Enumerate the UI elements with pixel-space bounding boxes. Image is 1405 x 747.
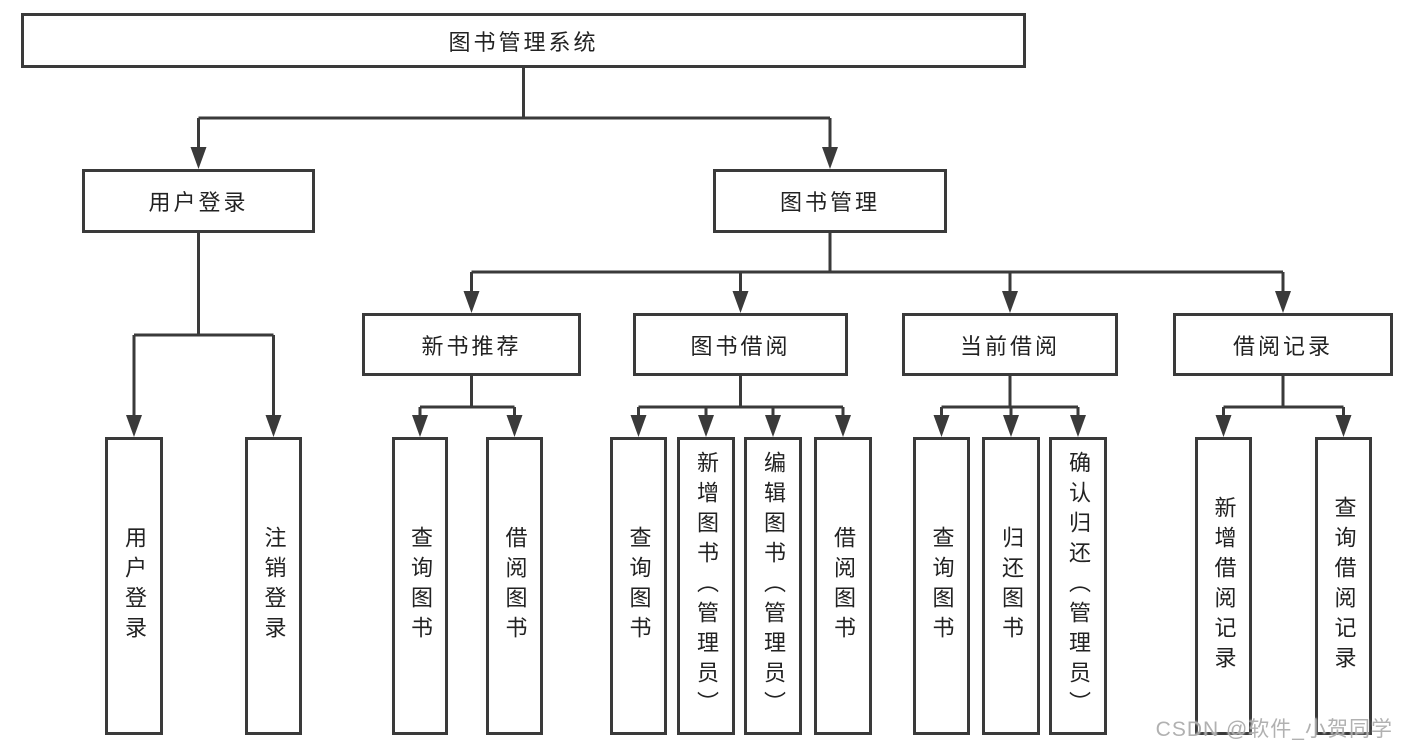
node-new-book-recommend: 新书推荐 <box>362 313 581 376</box>
arrowhead-icon <box>1275 291 1291 313</box>
arrowhead-icon <box>126 415 142 437</box>
leaf-current-return-books: 归还图书 <box>982 437 1040 735</box>
leaf-newrec-query-books: 查询图书 <box>392 437 448 735</box>
leaf-borrow-add-books-admin: 新增图书（管理员） <box>677 437 735 735</box>
connector-borrow-records <box>1215 376 1352 437</box>
arrowhead-icon <box>630 415 647 437</box>
leaf-records-add-borrow-record: 新增借阅记录 <box>1195 437 1252 735</box>
leaf-label: 查询图书 <box>408 526 433 646</box>
leaf-label: 编辑图书（管理员） <box>761 451 786 721</box>
node-borrow-records: 借阅记录 <box>1173 313 1393 376</box>
csdn-watermark: CSDN @软件_小贺同学 <box>1155 718 1393 741</box>
leaf-current-query-books: 查询图书 <box>913 437 970 735</box>
node-user-login: 用户登录 <box>82 169 315 233</box>
leaf-label: 借阅图书 <box>831 526 856 646</box>
connector-book-borrowing <box>630 376 851 437</box>
arrowhead-icon <box>765 415 781 437</box>
connector-new-book-recommend <box>412 376 523 437</box>
leaf-label: 新增图书（管理员） <box>694 451 719 721</box>
leaf-current-confirm-return-admin: 确认归还（管理员） <box>1049 437 1107 735</box>
leaf-label: 确认归还（管理员） <box>1066 451 1091 721</box>
arrowhead-icon <box>822 147 838 169</box>
leaf-label: 注销登录 <box>261 526 287 646</box>
leaf-label: 查询图书 <box>929 526 955 646</box>
arrowhead-icon <box>190 147 207 169</box>
leaf-label: 归还图书 <box>999 526 1024 646</box>
arrowhead-icon <box>698 415 714 437</box>
leaf-borrow-query-books: 查询图书 <box>610 437 667 735</box>
node-book-borrowing: 图书借阅 <box>633 313 848 376</box>
arrowhead-icon <box>835 415 851 437</box>
connector-book-management <box>463 233 1291 313</box>
arrowhead-icon <box>933 415 950 437</box>
arrowhead-icon <box>732 291 749 313</box>
arrowhead-icon <box>463 291 480 313</box>
arrowhead-icon <box>1215 415 1232 437</box>
leaf-label: 查询图书 <box>626 526 652 646</box>
arrowhead-icon <box>265 415 282 437</box>
leaf-records-query-borrow-record: 查询借阅记录 <box>1315 437 1372 735</box>
leaf-label: 查询借阅记录 <box>1331 496 1357 676</box>
node-book-management: 图书管理 <box>713 169 947 233</box>
connector-current-borrowing <box>933 376 1086 437</box>
leaf-label: 用户登录 <box>122 526 147 646</box>
arrowhead-icon <box>1003 415 1019 437</box>
arrowhead-icon <box>1335 415 1352 437</box>
leaf-newrec-borrow-books: 借阅图书 <box>486 437 543 735</box>
arrowhead-icon <box>1002 291 1018 313</box>
leaf-label: 借阅图书 <box>502 526 528 646</box>
connector-root <box>190 68 838 169</box>
root-node-library-management-system: 图书管理系统 <box>21 13 1026 68</box>
node-current-borrowing: 当前借阅 <box>902 313 1118 376</box>
leaf-label: 新增借阅记录 <box>1211 496 1237 676</box>
leaf-borrow-borrow-books: 借阅图书 <box>814 437 872 735</box>
arrowhead-icon <box>506 415 523 437</box>
connector-user-login <box>126 233 282 437</box>
arrowhead-icon <box>1070 415 1086 437</box>
leaf-user-login: 用户登录 <box>105 437 163 735</box>
leaf-logout-login: 注销登录 <box>245 437 302 735</box>
leaf-borrow-edit-books-admin: 编辑图书（管理员） <box>744 437 802 735</box>
arrowhead-icon <box>412 415 428 437</box>
